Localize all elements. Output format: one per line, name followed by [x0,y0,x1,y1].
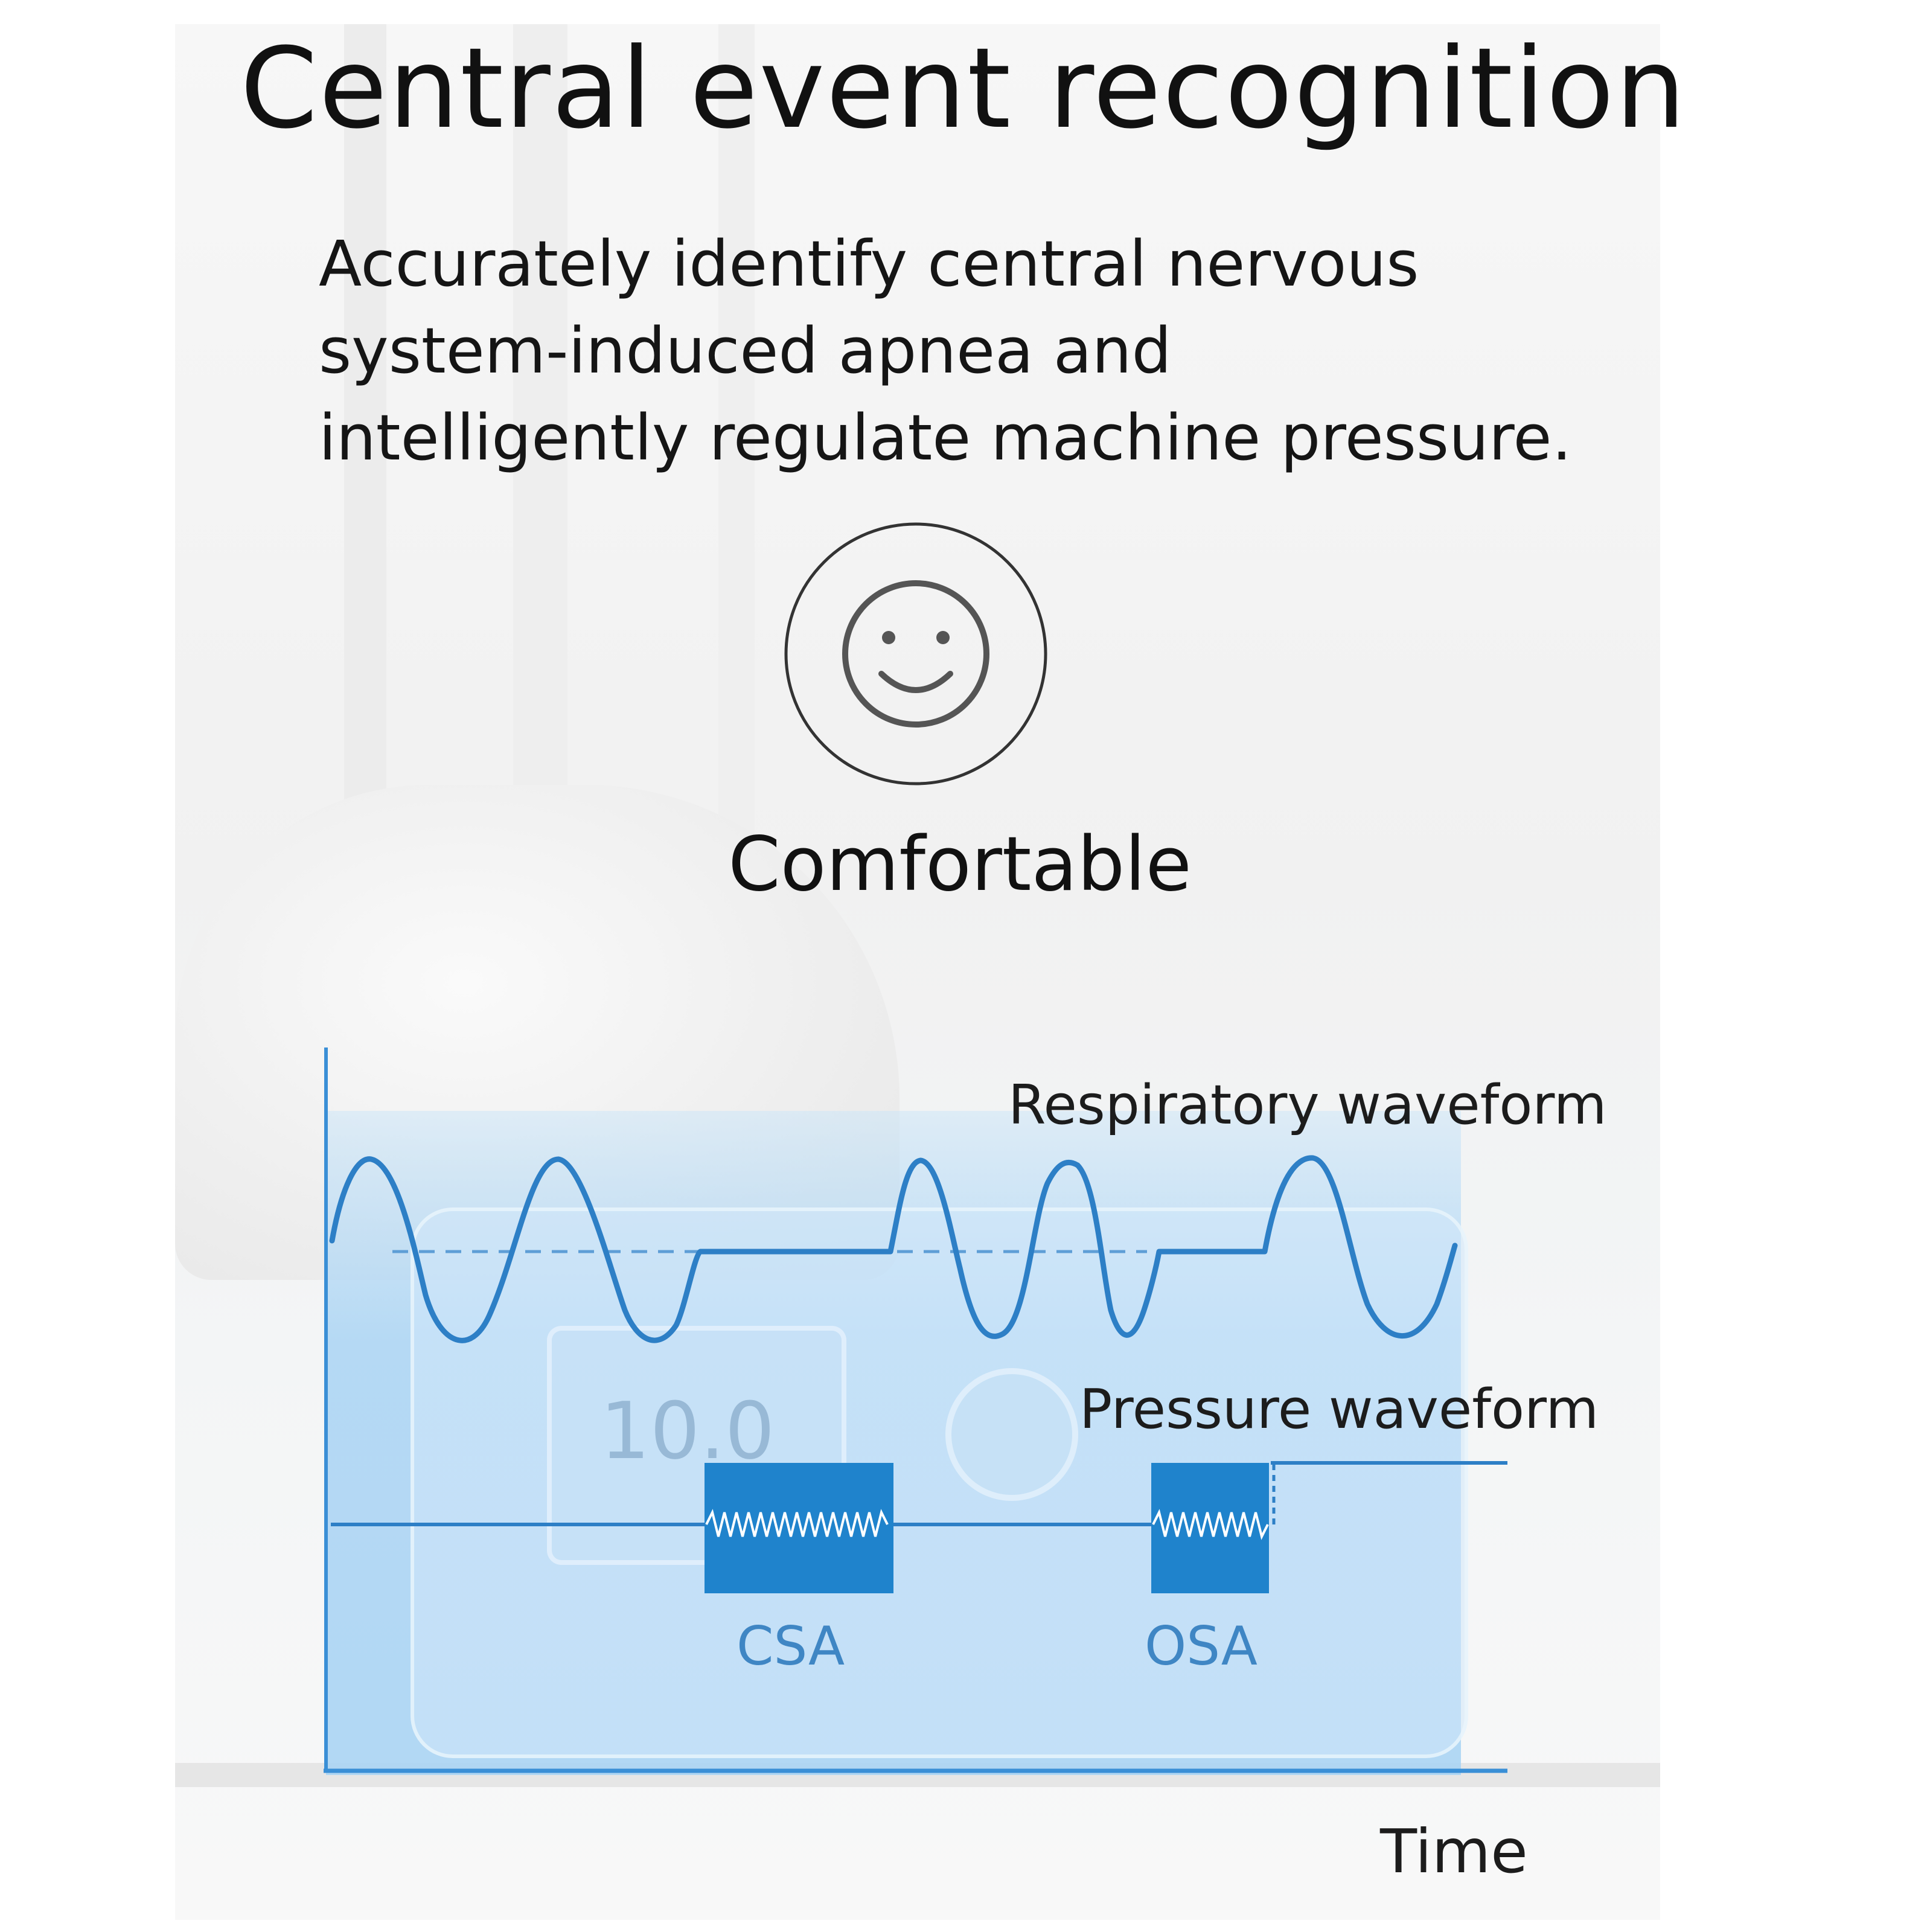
osa-label: OSA [1145,1615,1258,1677]
machine-knob [945,1368,1078,1501]
time-axis-label: Time [1380,1816,1528,1887]
csa-event-box [705,1463,893,1593]
description-line: system-induced apnea and [319,314,1172,388]
page-title: Central event recognition [240,24,1687,153]
status-label: Comfortable [728,821,1192,908]
respiratory-waveform [329,1155,1458,1343]
pressure-waveform-label: Pressure waveform [1079,1378,1599,1441]
smiley-face-icon [780,518,1052,790]
description-line: intelligently regulate machine pressure. [319,401,1572,475]
csa-label: CSA [737,1615,845,1677]
osa-event-box [1151,1463,1269,1593]
respiratory-waveform-label: Respiratory waveform [1008,1073,1607,1137]
description: Accurately identify central nervous syst… [319,220,1707,481]
machine-screen-reading: 10.0 [600,1385,775,1477]
pressure-waveform [331,1461,1507,1526]
description-line: Accurately identify central nervous [319,227,1419,301]
